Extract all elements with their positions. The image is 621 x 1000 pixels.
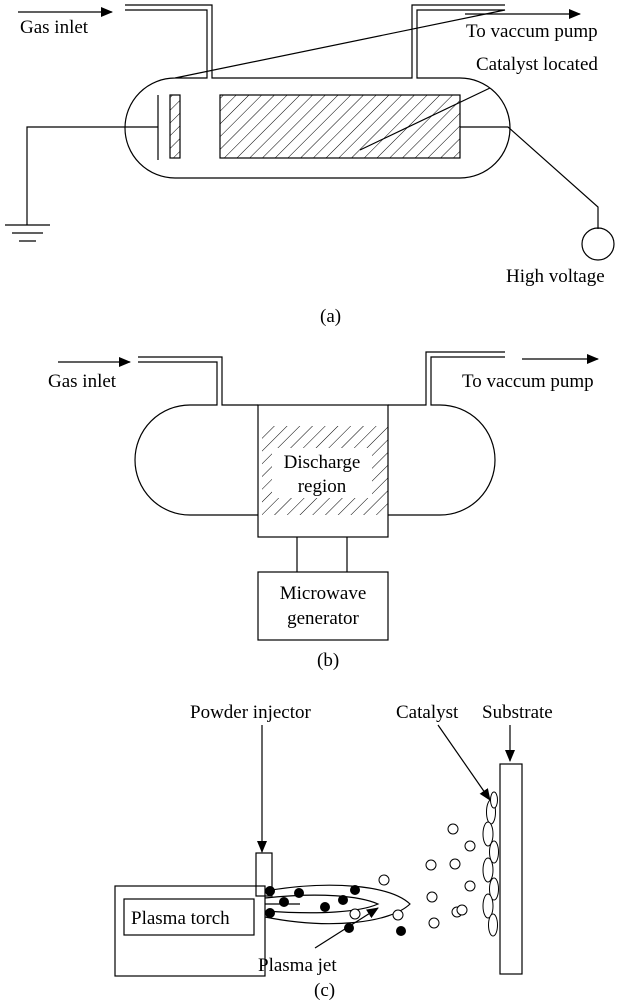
powder-injector-tube	[255, 852, 273, 897]
powder-particle	[294, 888, 304, 898]
catalyst-splats	[482, 791, 499, 937]
substrate-label: Substrate	[482, 702, 553, 723]
plasma-jet-inner	[264, 894, 380, 914]
ground-wire-a	[26, 126, 158, 225]
molten-particle	[449, 858, 461, 870]
catalyst-splat	[489, 877, 499, 901]
catalyst-bed-a	[219, 94, 461, 159]
catalyst-label-a: Catalyst located	[476, 54, 598, 75]
to-pump-label-b: To vaccum pump	[462, 371, 594, 392]
caption-b: (b)	[317, 650, 339, 671]
gas-inlet-label-a: Gas inlet	[20, 17, 89, 38]
catalyst-splat	[489, 840, 499, 864]
discharge-label-line2: region	[298, 476, 347, 497]
panel-a: Gas inlet To vaccum pump Catalyst locate…	[5, 4, 615, 327]
caption-c: (c)	[314, 980, 335, 1000]
reactor-tube-a	[124, 4, 511, 179]
microwave-generator-box	[257, 571, 389, 641]
powder-particle	[265, 908, 275, 918]
molten-particle	[392, 909, 404, 921]
catalyst-splat	[482, 821, 494, 847]
powder-particle	[265, 886, 275, 896]
hv-wire-a	[460, 126, 599, 229]
discharge-label-line1: Discharge	[284, 452, 361, 473]
plasma-torch-inner	[123, 898, 255, 936]
reactor-tube-b	[134, 351, 505, 516]
discharge-label-bg	[272, 448, 372, 498]
gas-inlet-label-b: Gas inlet	[48, 371, 117, 392]
catalyst-arrow-c	[437, 724, 491, 801]
to-pump-label-a: To vaccum pump	[466, 21, 598, 42]
molten-particle	[464, 840, 476, 852]
catalyst-leader-a	[359, 87, 491, 151]
molten-particle	[428, 917, 440, 929]
substrate-plate	[499, 763, 523, 975]
microwave-label-line1: Microwave	[280, 583, 367, 604]
molten-particle	[464, 880, 476, 892]
molten-particles	[349, 823, 476, 929]
plasma-torch-body	[114, 885, 266, 977]
powder-injector-label: Powder injector	[190, 702, 312, 723]
high-voltage-label: High voltage	[506, 266, 605, 287]
caption-a: (a)	[320, 306, 341, 327]
molten-particle	[426, 891, 438, 903]
molten-particle	[425, 859, 437, 871]
molten-particle	[456, 904, 468, 916]
plasma-jet-arrow	[314, 907, 379, 949]
catalyst-label-c: Catalyst	[396, 702, 459, 723]
powder-particle	[320, 902, 330, 912]
molten-particle	[378, 874, 390, 886]
catalyst-splat	[488, 913, 498, 937]
molten-particle	[349, 908, 361, 920]
powder-particle	[279, 897, 289, 907]
catalyst-splat	[482, 857, 494, 883]
panel-b: Gas inlet To vaccum pump Discharge regio…	[48, 351, 599, 671]
powder-particles	[265, 885, 406, 936]
panel-c: Powder injector Plasma torch	[114, 702, 553, 1000]
plasma-jet-label: Plasma jet	[258, 955, 337, 976]
hatched-electrode-a	[169, 94, 181, 159]
catalyst-splat	[490, 791, 498, 809]
high-voltage-source-icon	[581, 227, 615, 261]
plasma-torch-label: Plasma torch	[131, 908, 230, 929]
powder-particle	[350, 885, 360, 895]
microwave-label-line2: generator	[287, 608, 359, 629]
catalyst-splat	[482, 893, 494, 919]
powder-particle	[338, 895, 348, 905]
plasma-jet-outer	[264, 884, 411, 925]
molten-particle	[447, 823, 459, 835]
powder-particle	[396, 926, 406, 936]
